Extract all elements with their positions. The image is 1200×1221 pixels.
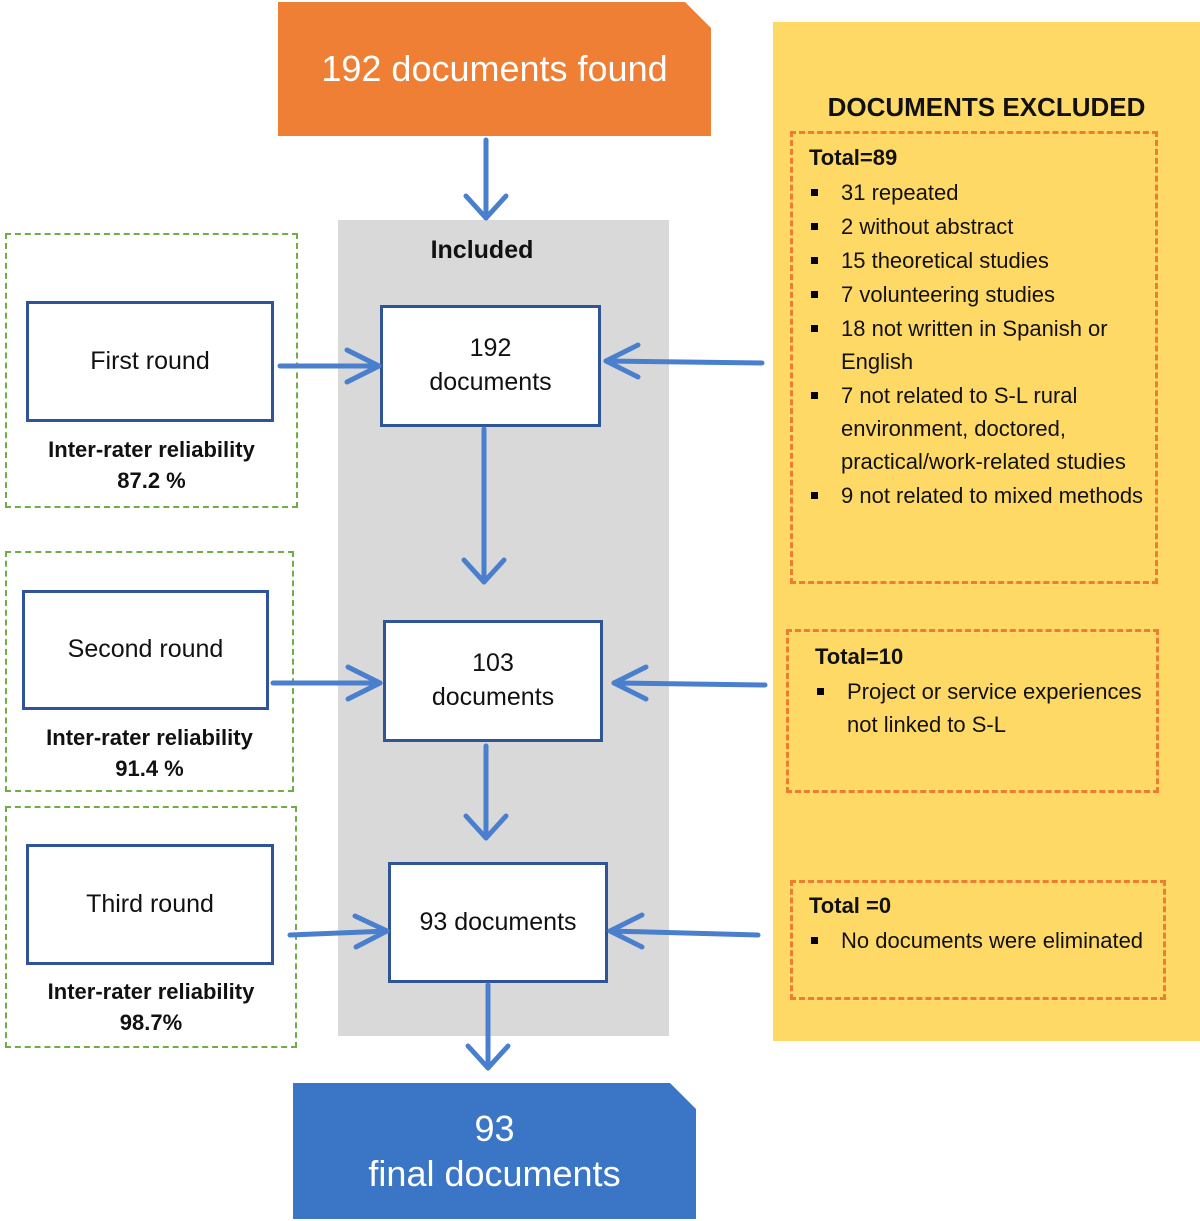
documents-found-text: 192 documents found	[321, 48, 668, 89]
exclusion-reasons-list: Project or service experiences not linke…	[814, 675, 1154, 742]
round-label: First round	[90, 346, 210, 375]
exclusion-reason: 15 theoretical studies	[808, 244, 1153, 277]
included-box-192: 192 documents	[380, 305, 601, 427]
exclusion-reason: No documents were eliminated	[808, 924, 1153, 957]
exclusion-box-first	[790, 131, 1158, 584]
exclusion-reason: 2 without abstract	[808, 210, 1153, 243]
exclusion-reason: Project or service experiences not linke…	[814, 675, 1154, 741]
exclusion-reasons-list: No documents were eliminated	[808, 924, 1153, 958]
exclusion-total: Total=10	[815, 644, 904, 669]
round-box-second: Second round	[22, 590, 269, 710]
irr-label: Inter-rater reliability	[47, 979, 255, 1004]
box-line: documents	[431, 683, 555, 711]
exclusion-reason: 31 repeated	[808, 176, 1153, 209]
round-box-first: First round	[26, 301, 274, 422]
round-label: Third round	[86, 889, 214, 918]
irr-second: Inter-rater reliability 91.4 %	[5, 723, 294, 785]
exclusion-reason: 7 volunteering studies	[808, 278, 1153, 311]
round-box-third: Third round	[26, 844, 274, 965]
exclusion-reasons-list: 31 repeated 2 without abstract 15 theore…	[808, 176, 1153, 513]
excluded-title: DOCUMENTS EXCLUDED	[827, 92, 1146, 122]
box-line: 103	[472, 649, 514, 678]
irr-value: 91.4 %	[115, 755, 184, 781]
included-box-93: 93 documents	[388, 862, 608, 983]
final-count: 93	[474, 1108, 515, 1149]
exclusion-box-third	[790, 880, 1166, 1000]
exclusion-total: Total=89	[809, 145, 898, 170]
final-label: final documents	[368, 1153, 621, 1194]
exclusion-reason: 7 not related to S-L rural environment, …	[808, 379, 1153, 478]
irr-third: Inter-rater reliability 98.7%	[5, 977, 297, 1039]
final-documents-banner: 93 final documents	[293, 1083, 696, 1219]
round-label: Second round	[67, 635, 224, 664]
arrow-down-icon	[463, 137, 509, 221]
exclusion-total: Total =0	[809, 893, 892, 918]
exclusion-reason: 9 not related to mixed methods	[808, 479, 1153, 512]
irr-label: Inter-rater reliability	[48, 437, 255, 462]
exclusion-reason: 18 not written in Spanish or English	[808, 312, 1153, 378]
irr-value: 98.7%	[119, 1009, 183, 1035]
box-line: 93 documents	[419, 907, 577, 936]
exclusion-box-second	[786, 629, 1159, 793]
box-line: 192	[469, 334, 512, 363]
box-line: documents	[429, 368, 552, 396]
excluded-panel	[773, 22, 1200, 1041]
irr-first: Inter-rater reliability 87.2 %	[5, 435, 298, 497]
included-box-103: 103 documents	[383, 620, 603, 742]
documents-found-banner: 192 documents found	[278, 2, 711, 136]
irr-label: Inter-rater reliability	[46, 725, 253, 750]
included-label: Included	[430, 236, 534, 264]
irr-value: 87.2 %	[117, 467, 186, 493]
